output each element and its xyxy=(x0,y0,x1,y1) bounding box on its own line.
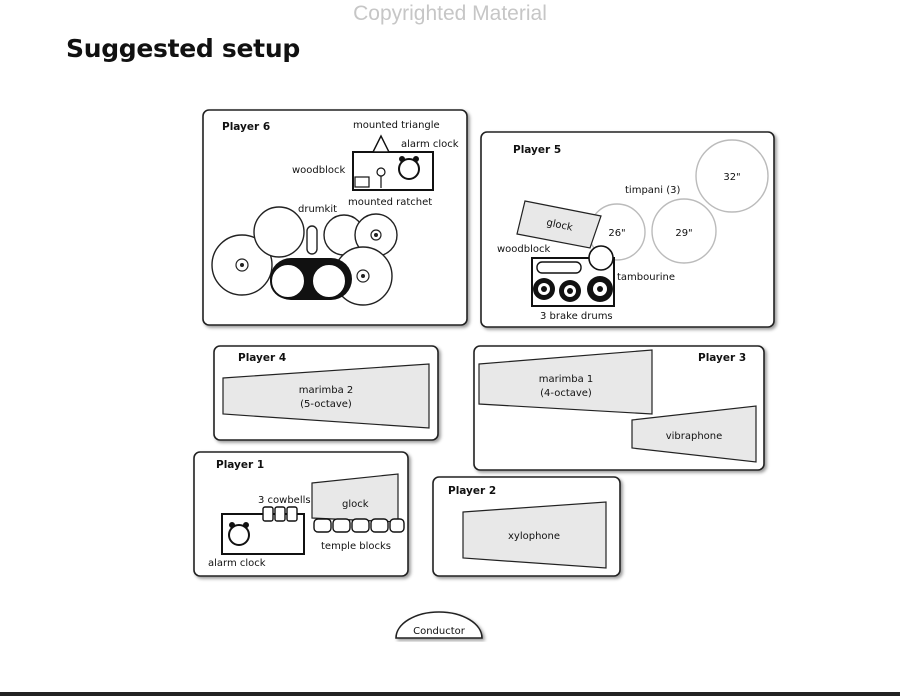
woodblock-label: woodblock xyxy=(292,165,346,176)
vibraphone-icon xyxy=(631,405,757,463)
player-2-label: Player 2 xyxy=(448,485,496,497)
glock-label: glock xyxy=(342,499,369,510)
player-6-station: Player 6 mounted triangle alarm clock wo… xyxy=(202,109,468,326)
cowbells-icon xyxy=(262,506,298,522)
woodblock-label: woodblock xyxy=(497,244,551,255)
xylophone-label: xylophone xyxy=(508,531,560,542)
alarm-clock-icon xyxy=(228,522,250,546)
alarm-clock-label: alarm clock xyxy=(401,139,459,150)
tambourine-label: tambourine xyxy=(617,272,675,283)
woodblock-icon xyxy=(354,176,370,188)
alarm-clock-label: alarm clock xyxy=(208,558,266,569)
player-1-station: Player 1 glock temple blocks 3 cowbells … xyxy=(193,451,409,577)
marimba-2-label: marimba 2 xyxy=(299,385,354,396)
player-3-station: Player 3 marimba 1 (4-octave) vibraphone xyxy=(473,345,765,471)
vibraphone-label: vibraphone xyxy=(666,431,723,442)
mounted-triangle-label: mounted triangle xyxy=(353,120,440,131)
timpani-32-label: 32" xyxy=(723,172,740,183)
alarm-clock-icon xyxy=(398,158,420,180)
ratchet-icon xyxy=(376,167,386,177)
drumkit-label: drumkit xyxy=(298,204,337,215)
mounted-ratchet-label: mounted ratchet xyxy=(348,197,432,208)
tambourine-icon xyxy=(588,245,614,271)
xylophone-icon xyxy=(462,501,607,569)
timpani-29-label: 29" xyxy=(675,228,692,239)
marimba-1-size-label: (4-octave) xyxy=(540,388,592,399)
brake-drums-table-icon xyxy=(531,245,615,307)
temple-blocks-label: temple blocks xyxy=(321,541,391,552)
player-6-label: Player 6 xyxy=(222,121,270,133)
marimba-2-icon xyxy=(222,363,430,429)
copyright-watermark: Copyrighted Material xyxy=(353,2,547,25)
player-5-station: Player 5 timpani (3) 32" 29" 26" glock xyxy=(480,131,775,328)
timpani-26-label: 26" xyxy=(608,228,625,239)
triangle-icon xyxy=(371,134,391,153)
player-1-label: Player 1 xyxy=(216,459,264,471)
timpani-label: timpani (3) xyxy=(625,185,680,196)
brake-drums-label: 3 brake drums xyxy=(540,311,613,322)
glock-icon xyxy=(516,200,602,249)
cowbells-label: 3 cowbells xyxy=(258,495,311,506)
drumkit-icon xyxy=(211,206,398,306)
player-5-label: Player 5 xyxy=(513,144,561,156)
bottom-border xyxy=(0,692,900,696)
marimba-1-label: marimba 1 xyxy=(539,374,594,385)
temple-blocks-icon xyxy=(313,518,405,533)
player-3-label: Player 3 xyxy=(698,352,746,364)
marimba-2-size-label: (5-octave) xyxy=(300,399,352,410)
timpani-icon xyxy=(588,139,769,264)
conductor-label: Conductor xyxy=(413,626,466,637)
player-2-station: Player 2 xylophone xyxy=(432,476,621,577)
player-4-label: Player 4 xyxy=(238,352,286,364)
player-4-station: Player 4 marimba 2 (5-octave) xyxy=(213,345,439,441)
marimba-1-icon xyxy=(478,349,653,415)
conductor-podium: Conductor xyxy=(395,611,483,639)
glock-icon xyxy=(311,473,399,523)
glock-label: glock xyxy=(545,217,573,233)
page-title: Suggested setup xyxy=(66,34,300,63)
p6-percussion-table xyxy=(352,134,434,191)
